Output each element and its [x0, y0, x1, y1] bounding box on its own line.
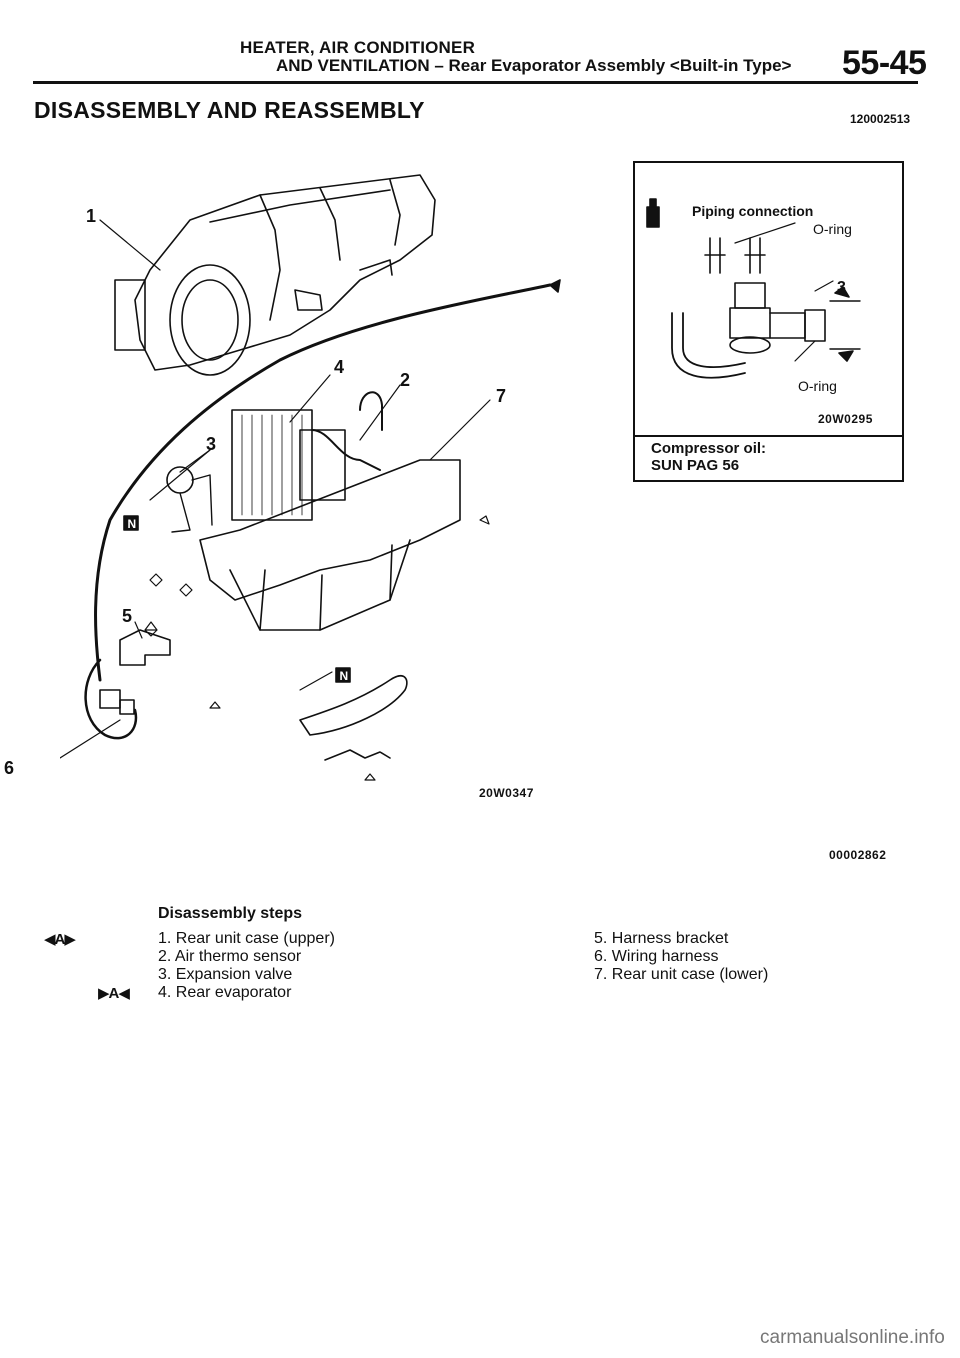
inset-figure-code: 20W0295 [818, 412, 873, 426]
step-item: 6. Wiring harness [594, 948, 719, 965]
step-item: 1. Rear unit case (upper) [158, 930, 335, 947]
step-item: 5. Harness bracket [594, 930, 729, 947]
expansion-valve [166, 466, 194, 494]
upper-case-flange [114, 279, 146, 351]
oring-top-label: O-ring [813, 221, 852, 237]
callout-2: 2 [400, 370, 410, 390]
n-marker-right-label: N [340, 669, 349, 683]
callout-6-label: 6 [4, 758, 15, 778]
header-title-line1: HEATER, AIR CONDITIONER [240, 38, 476, 57]
service-point-mark-a-removal: ◀A▶ [44, 931, 76, 948]
section-doc-id: 120002513 [850, 112, 911, 126]
service-point-mark-a-install: ▶A◀ [98, 985, 130, 1002]
callout-5: 5 [122, 606, 132, 626]
callout-3: 3 [206, 434, 216, 454]
steps-left-column: 1. Rear unit case (upper) 2. Air thermo … [158, 930, 335, 1002]
callout-4: 4 [334, 357, 344, 377]
compressor-oil-value: SUN PAG 56 [651, 457, 740, 474]
piping-connection-inset: Piping connection O-ring 3 O-ring 20W029… [633, 161, 904, 482]
oil-can-icon [646, 206, 660, 228]
exploded-view-illustration: N N 1 2 3 4 5 6 7 [60, 174, 561, 781]
steps-right-column: 5. Harness bracket 6. Wiring harness 7. … [594, 930, 768, 984]
watermark-text: carmanualsonline.info [760, 1327, 945, 1348]
wiring-harness [94, 283, 552, 682]
callout-1: 1 [86, 206, 96, 226]
n-marker-right [335, 667, 351, 683]
main-figure-code: 20W0347 [479, 786, 534, 800]
step-item: 7. Rear unit case (lower) [594, 966, 769, 983]
header-title-line2: AND VENTILATION – Rear Evaporator Assemb… [276, 56, 792, 75]
upper-case-outline [134, 174, 436, 371]
blower-housing [169, 264, 251, 376]
inset-callout-3: 3 [837, 279, 846, 296]
page-number: 55-45 [842, 44, 927, 82]
piping-connection-label: Piping connection [692, 203, 814, 219]
compressor-oil-note: Compressor oil: SUN PAG 56 [651, 440, 766, 474]
harness-bracket [119, 629, 171, 666]
callout-7: 7 [496, 386, 506, 406]
compressor-oil-label: Compressor oil: [651, 440, 767, 457]
section-title: DISASSEMBLY AND REASSEMBLY [34, 97, 425, 123]
step-item: 3. Expansion valve [158, 966, 293, 983]
rear-evaporator-core [231, 409, 313, 521]
header-rule [33, 81, 918, 84]
step-item: 2. Air thermo sensor [158, 948, 302, 965]
figure-reference-code: 00002862 [829, 848, 887, 862]
lower-case-outline [199, 459, 461, 601]
disassembly-steps-title: Disassembly steps [158, 905, 303, 922]
n-marker-left [123, 515, 139, 531]
piping-connection-illustration [646, 198, 861, 379]
pipe-assembly [299, 675, 408, 736]
n-marker-left-label: N [128, 517, 137, 531]
inset-divider [635, 435, 902, 437]
step-item: 4. Rear evaporator [158, 984, 292, 1001]
oring-bottom-label: O-ring [798, 378, 837, 394]
